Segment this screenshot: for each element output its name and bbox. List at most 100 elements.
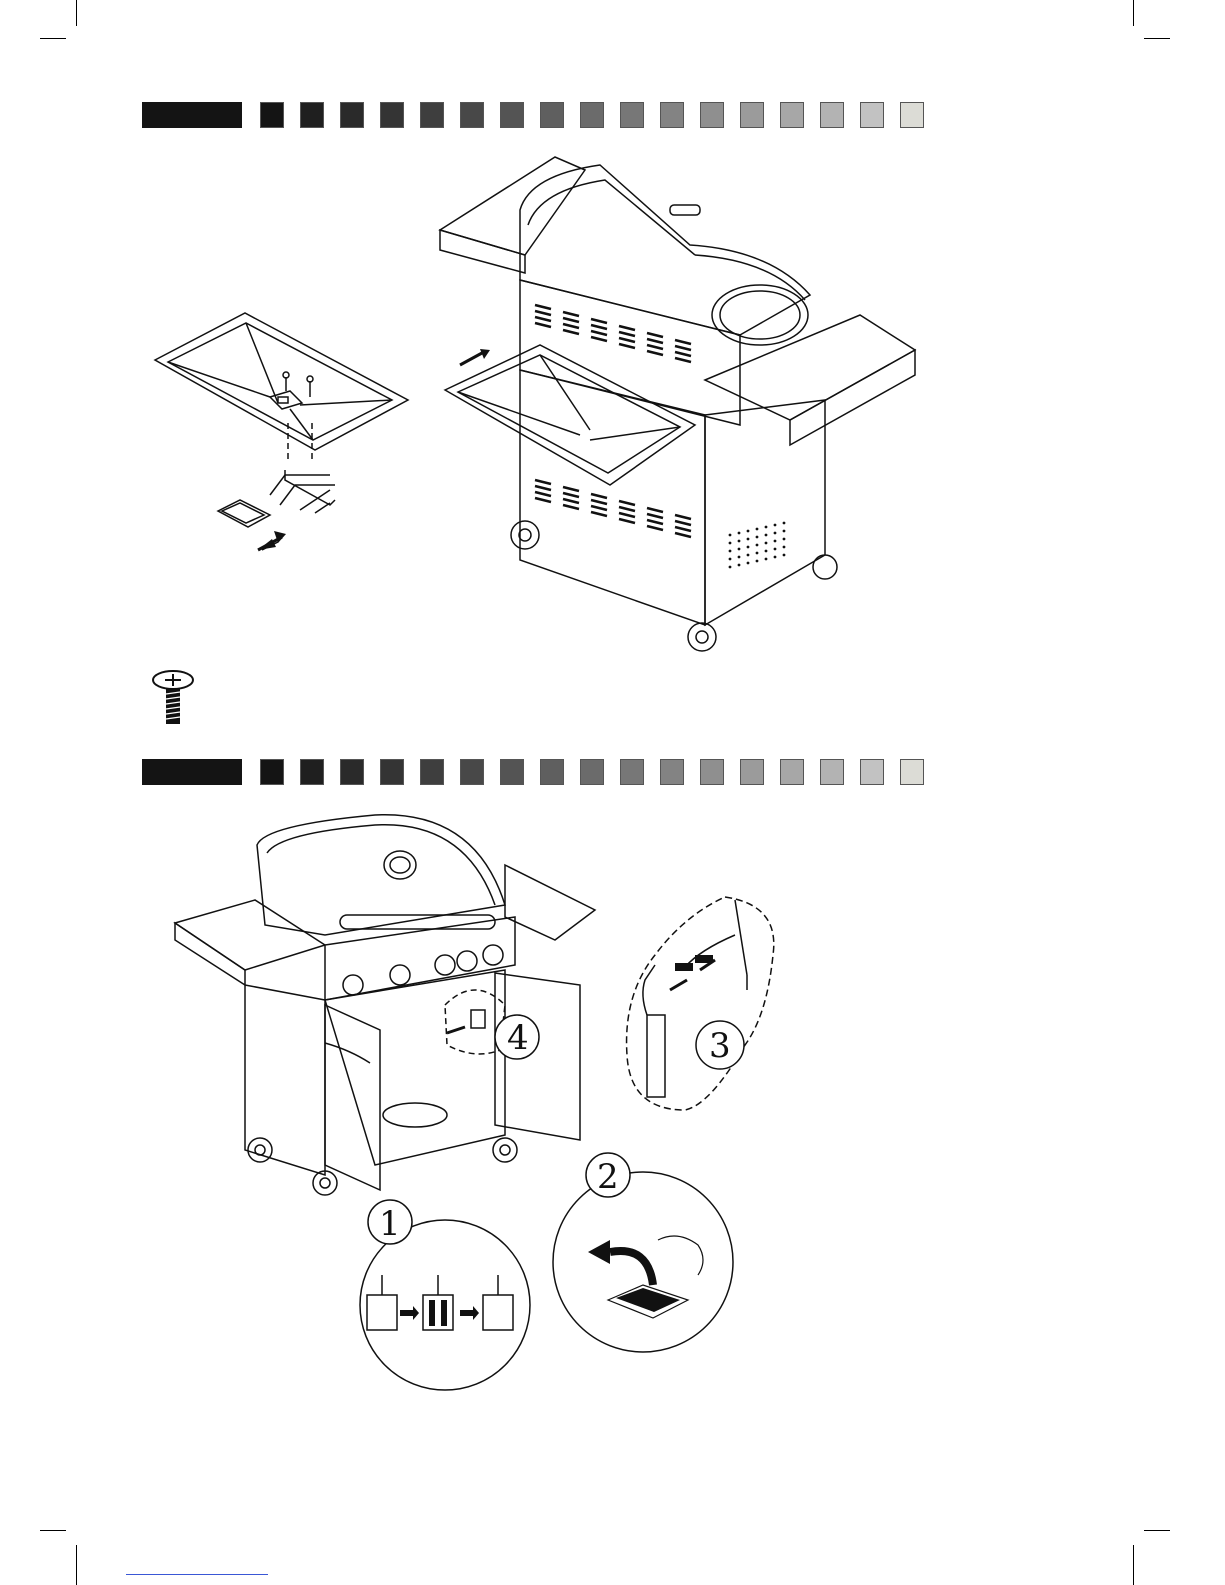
- vent-slot: [591, 512, 607, 516]
- vent-slot: [535, 492, 551, 496]
- crop-mark: [1144, 1530, 1170, 1531]
- shade-swatch: [740, 102, 764, 128]
- shade-swatch: [420, 102, 444, 128]
- crop-mark: [76, 1545, 77, 1585]
- vent-slot: [591, 494, 607, 498]
- step-header-block: [142, 102, 242, 128]
- vent-slot: [563, 318, 579, 322]
- step-header-bar-upper: [142, 102, 940, 128]
- igniter-wire-detail-diagram: 3: [615, 895, 795, 1120]
- label-removal-detail-diagram: 2: [548, 1150, 738, 1360]
- shade-swatch: [340, 759, 364, 785]
- perforation-dot: [783, 546, 786, 549]
- perforation-dot: [783, 538, 786, 541]
- shade-swatch: [460, 102, 484, 128]
- vent-slot: [591, 337, 607, 341]
- vent-slot: [563, 324, 579, 328]
- perforation-dot: [738, 556, 741, 559]
- perforation-dot: [765, 534, 768, 537]
- perforation-dot: [729, 550, 732, 553]
- shade-swatch: [620, 759, 644, 785]
- vent-slot: [535, 486, 551, 490]
- vent-slot: [619, 513, 635, 517]
- shade-swatch: [580, 759, 604, 785]
- shade-swatch: [820, 102, 844, 128]
- vent-slot: [647, 514, 663, 518]
- perforation-dot: [756, 528, 759, 531]
- vent-slot: [591, 506, 607, 510]
- shade-swatch: [540, 102, 564, 128]
- vent-slot: [675, 340, 691, 344]
- vent-slot: [675, 346, 691, 350]
- shade-swatch: [700, 102, 724, 128]
- perforation-dot: [756, 552, 759, 555]
- perforation-dot: [756, 544, 759, 547]
- vent-slot: [675, 533, 691, 537]
- shade-swatch: [780, 759, 804, 785]
- vent-slot: [647, 508, 663, 512]
- vent-slot: [647, 333, 663, 337]
- perforation-dot: [738, 548, 741, 551]
- perforation-dot: [756, 560, 759, 563]
- vent-slot: [675, 358, 691, 362]
- crop-mark: [1133, 0, 1134, 26]
- vent-slot: [563, 312, 579, 316]
- shade-swatch: [300, 759, 324, 785]
- shade-swatch: [620, 102, 644, 128]
- perforation-dot: [765, 526, 768, 529]
- vent-slot: [535, 480, 551, 484]
- callout-number-1: 1: [379, 1204, 401, 1244]
- perforation-dot: [783, 554, 786, 557]
- callout-number-2: 2: [597, 1157, 619, 1197]
- shade-swatch: [420, 759, 444, 785]
- perforation-dot: [783, 522, 786, 525]
- shade-swatch: [380, 759, 404, 785]
- vent-slot: [535, 323, 551, 327]
- vent-slot: [675, 352, 691, 356]
- vent-slot: [647, 520, 663, 524]
- shade-swatch: [740, 759, 764, 785]
- vent-slot: [535, 498, 551, 502]
- shade-swatch: [660, 759, 684, 785]
- perforation-dot: [729, 534, 732, 537]
- vent-slot: [619, 501, 635, 505]
- shade-swatch: [340, 102, 364, 128]
- perforation-dot: [747, 530, 750, 533]
- vent-slot: [591, 500, 607, 504]
- shade-swatch: [540, 759, 564, 785]
- step-header-bar-lower: [142, 759, 940, 785]
- vent-slot: [563, 330, 579, 334]
- shade-swatch: [500, 759, 524, 785]
- shade-swatch: [700, 759, 724, 785]
- shade-swatch: [900, 759, 924, 785]
- vent-slot: [619, 507, 635, 511]
- footer-rule: [126, 1574, 268, 1575]
- perforation-dot: [756, 536, 759, 539]
- vent-slot: [535, 311, 551, 315]
- vent-slot: [619, 344, 635, 348]
- shade-swatch: [580, 102, 604, 128]
- vent-slot: [647, 345, 663, 349]
- perforation-dot: [729, 542, 732, 545]
- vent-slot: [675, 521, 691, 525]
- perforation-dot: [774, 524, 777, 527]
- crop-mark: [76, 0, 77, 26]
- vent-slot: [563, 505, 579, 509]
- vent-slot: [591, 331, 607, 335]
- shade-swatch: [860, 102, 884, 128]
- vent-slot: [647, 339, 663, 343]
- vent-slot: [675, 515, 691, 519]
- vent-slot: [591, 325, 607, 329]
- screw-icon: [145, 668, 201, 728]
- vent-slot: [591, 319, 607, 323]
- shade-swatch: [260, 759, 284, 785]
- perforation-dot: [765, 550, 768, 553]
- perforation-dot: [747, 554, 750, 557]
- battery-insertion-detail-diagram: 1: [345, 1200, 535, 1400]
- vent-slot: [619, 326, 635, 330]
- perforation-dot: [774, 556, 777, 559]
- perforation-dot: [729, 566, 732, 569]
- callout-number-3: 3: [709, 1026, 731, 1066]
- perforation-dot: [774, 548, 777, 551]
- shade-swatch: [460, 759, 484, 785]
